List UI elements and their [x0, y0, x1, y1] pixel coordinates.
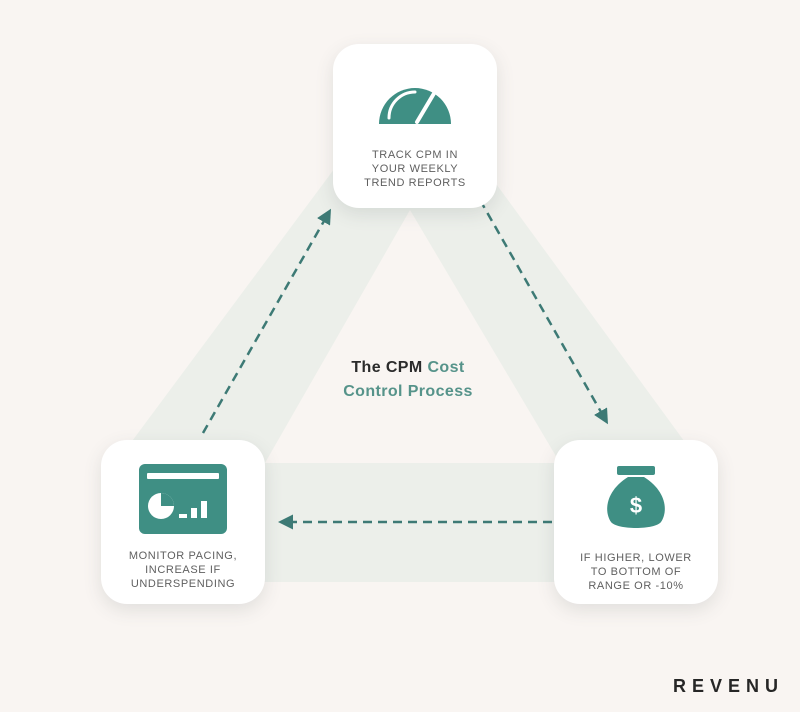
- dashboard-chart-icon: [101, 464, 265, 534]
- title-part-accent: Cost: [427, 359, 465, 376]
- step-label-line: MONITOR PACING,: [128, 550, 238, 562]
- step-label-lower: IF HIGHER, LOWER TO BOTTOM OF RANGE OR -…: [554, 551, 718, 593]
- step-label-monitor: MONITOR PACING, INCREASE IF UNDERSPENDIN…: [101, 549, 265, 591]
- step-label-line: RANGE OR -10%: [588, 580, 684, 592]
- step-label-line: INCREASE IF: [145, 564, 221, 576]
- title-part-accent-line2: Control Process: [343, 383, 473, 400]
- money-bag-icon: $: [554, 466, 718, 532]
- step-card-monitor: MONITOR PACING, INCREASE IF UNDERSPENDIN…: [101, 440, 265, 604]
- step-label-line: UNDERSPENDING: [130, 578, 236, 590]
- diagram-title: The CPM Cost Control Process: [300, 356, 516, 404]
- step-label-line: TREND REPORTS: [364, 177, 466, 189]
- title-part-dark: The CPM: [351, 359, 423, 376]
- svg-text:$: $: [630, 493, 642, 518]
- arrow-track-to-lower: [478, 199, 608, 425]
- step-label-line: YOUR WEEKLY: [371, 163, 459, 175]
- step-card-lower: $ IF HIGHER, LOWER TO BOTTOM OF RANGE OR…: [554, 440, 718, 604]
- speedometer-icon: [333, 72, 497, 128]
- triangle-inner: [265, 210, 560, 463]
- step-label-line: TO BOTTOM OF: [590, 566, 682, 578]
- step-label-track: TRACK CPM IN YOUR WEEKLY TREND REPORTS: [333, 148, 497, 190]
- brand-logo: REVENU: [672, 676, 784, 696]
- arrow-monitor-to-track: [201, 208, 331, 434]
- step-label-line: IF HIGHER, LOWER: [580, 552, 692, 564]
- step-label-line: TRACK CPM IN: [371, 149, 459, 161]
- step-card-track: TRACK CPM IN YOUR WEEKLY TREND REPORTS: [333, 44, 497, 208]
